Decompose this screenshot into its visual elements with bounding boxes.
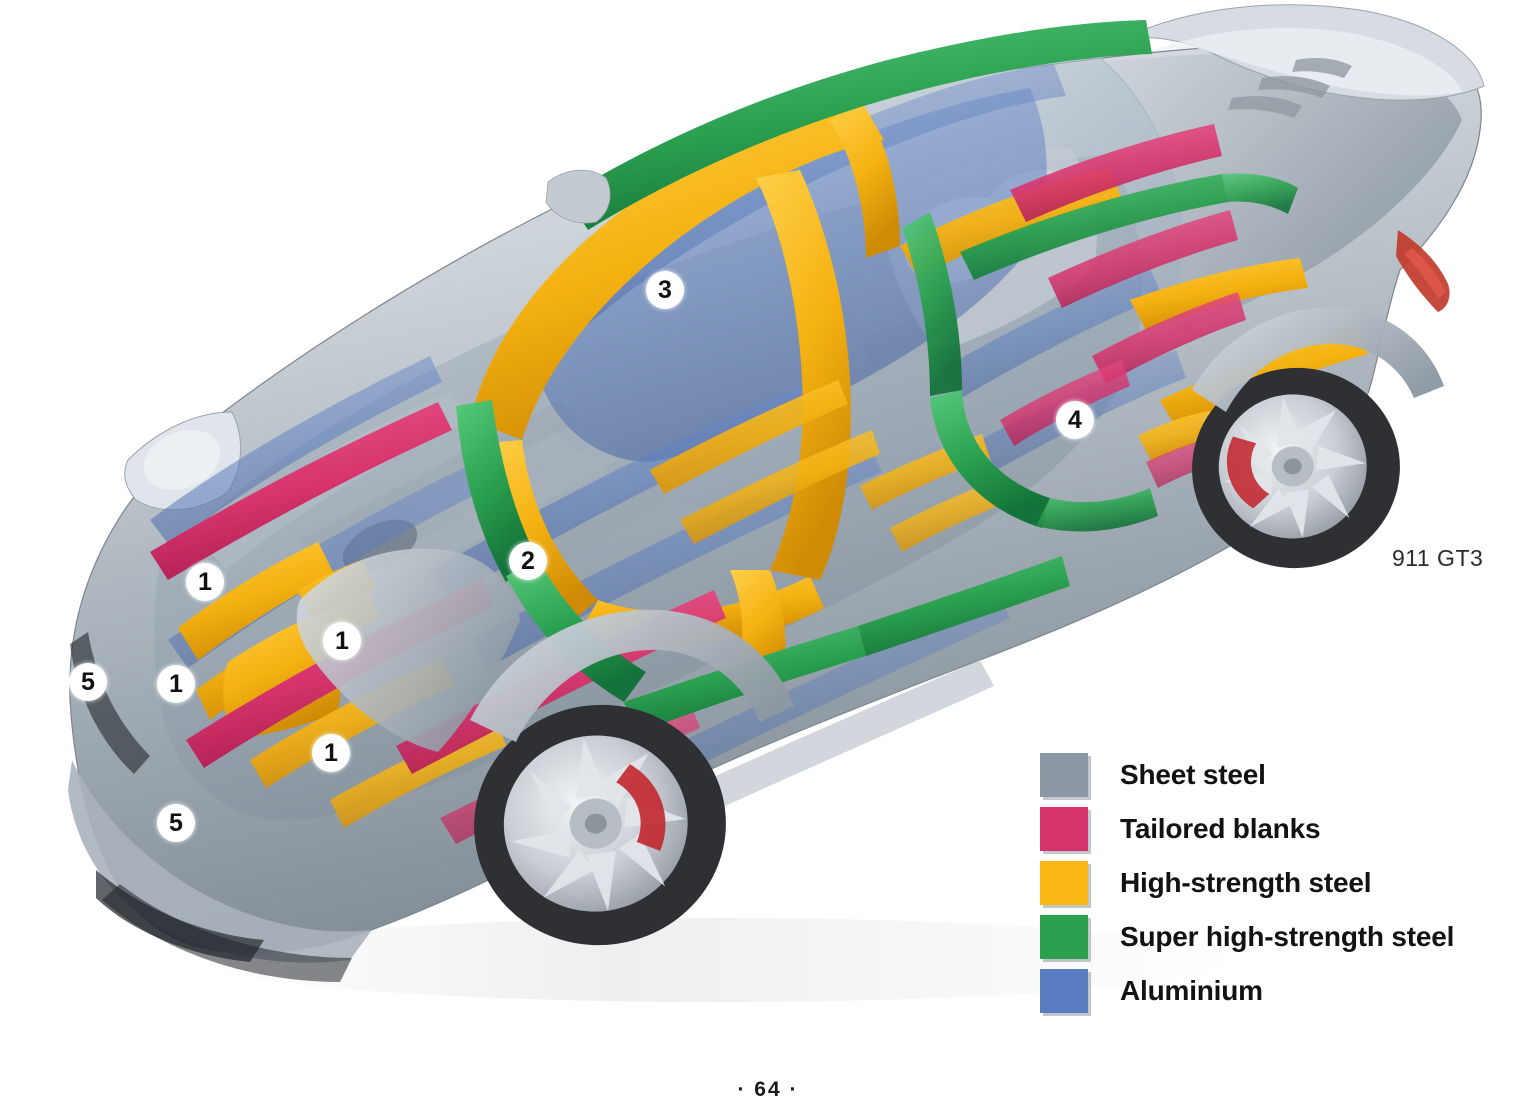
legend-row: Sheet steel bbox=[1040, 748, 1454, 802]
front-wheel bbox=[474, 704, 726, 946]
legend-row: Tailored blanks bbox=[1040, 802, 1454, 856]
tailored-blank-rear-quarter bbox=[1092, 292, 1246, 384]
callout-marker[interactable]: 3 bbox=[646, 271, 684, 309]
rear-brake-caliper bbox=[1226, 436, 1270, 509]
aluminium-roof-panel bbox=[560, 64, 1066, 330]
side-mirror bbox=[545, 169, 611, 224]
callout-marker[interactable]: 1 bbox=[312, 734, 350, 772]
legend-label: Super high-strength steel bbox=[1120, 921, 1455, 952]
rear-center-cap bbox=[1283, 458, 1302, 475]
front-center-cap bbox=[584, 813, 607, 834]
callout-marker[interactable]: 5 bbox=[157, 804, 195, 842]
shss-hinge-pillar bbox=[456, 400, 538, 582]
tail-light-highlight bbox=[1404, 248, 1446, 298]
tailored-blank-front-rail bbox=[150, 402, 452, 580]
shss-rear-bulkhead-beam bbox=[960, 174, 1228, 280]
shss-rocker-beam-rear bbox=[858, 556, 1070, 656]
hss-header-rail bbox=[830, 102, 900, 258]
hss-floor-crossmember bbox=[650, 380, 848, 494]
legend-swatch-super-high-strength-steel bbox=[1040, 915, 1088, 959]
legend-label: Sheet steel bbox=[1120, 759, 1266, 790]
legend-swatch-high-strength-steel bbox=[1040, 861, 1088, 905]
tailored-blank-rear-roof bbox=[1010, 124, 1222, 222]
model-label: 911 GT3 bbox=[1392, 545, 1484, 571]
tailored-blank-rear-panel bbox=[1048, 210, 1238, 308]
callout-marker[interactable]: 2 bbox=[509, 542, 547, 580]
callout-marker[interactable]: 4 bbox=[1056, 401, 1094, 439]
shss-rear-sill-tie bbox=[1036, 488, 1158, 532]
shss-b-pillar-reinforcement bbox=[902, 212, 962, 396]
hss-floor-crossmember bbox=[680, 430, 880, 544]
legend-row: High-strength steel bbox=[1040, 856, 1454, 910]
hss-front-crash-box bbox=[178, 542, 334, 660]
callout-marker[interactable]: 5 bbox=[69, 663, 107, 701]
spoiler-vent bbox=[1292, 58, 1352, 78]
legend-label: Aluminium bbox=[1120, 975, 1263, 1006]
front-brake-caliper bbox=[616, 764, 666, 851]
front-fender-outer bbox=[296, 548, 520, 752]
legend-swatch-sheet-steel bbox=[1040, 753, 1088, 797]
legend-label: Tailored blanks bbox=[1120, 813, 1321, 844]
spoiler-vent bbox=[1258, 76, 1330, 98]
page-number: · 64 · bbox=[737, 1078, 799, 1101]
aluminium-sill-band bbox=[620, 594, 1010, 798]
front-wheel-arch bbox=[470, 609, 794, 742]
headlight-lens bbox=[143, 430, 221, 490]
legend-row: Super high-strength steel bbox=[1040, 910, 1454, 964]
shss-roof-rail bbox=[566, 20, 1152, 230]
callout-marker[interactable]: 1 bbox=[186, 563, 224, 601]
front-lip-shadow bbox=[102, 884, 352, 982]
callout-marker[interactable]: 1 bbox=[323, 622, 361, 660]
hss-b-pillar bbox=[756, 170, 851, 580]
rear-wheel bbox=[1192, 367, 1400, 569]
aluminium-front-rail bbox=[150, 356, 442, 546]
front-wheel-spokes bbox=[511, 738, 686, 911]
aluminium-rear-quarter bbox=[940, 268, 1162, 400]
hss-rear-quarter-member bbox=[1130, 258, 1308, 330]
shss-b-pillar-lower bbox=[930, 390, 1050, 528]
shss-rear-beam-end bbox=[1222, 173, 1298, 214]
legend-label: High-strength steel bbox=[1120, 867, 1372, 898]
legend-swatch-tailored-blanks bbox=[1040, 807, 1088, 851]
legend-swatch-aluminium bbox=[1040, 969, 1088, 1013]
legend-row: Aluminium bbox=[1040, 964, 1454, 1018]
spoiler-vent bbox=[1228, 96, 1302, 118]
materials-legend: Sheet steel Tailored blanks High-strengt… bbox=[1040, 748, 1454, 1018]
rear-wheel-arch bbox=[1192, 307, 1444, 412]
callout-marker[interactable]: 1 bbox=[157, 665, 195, 703]
